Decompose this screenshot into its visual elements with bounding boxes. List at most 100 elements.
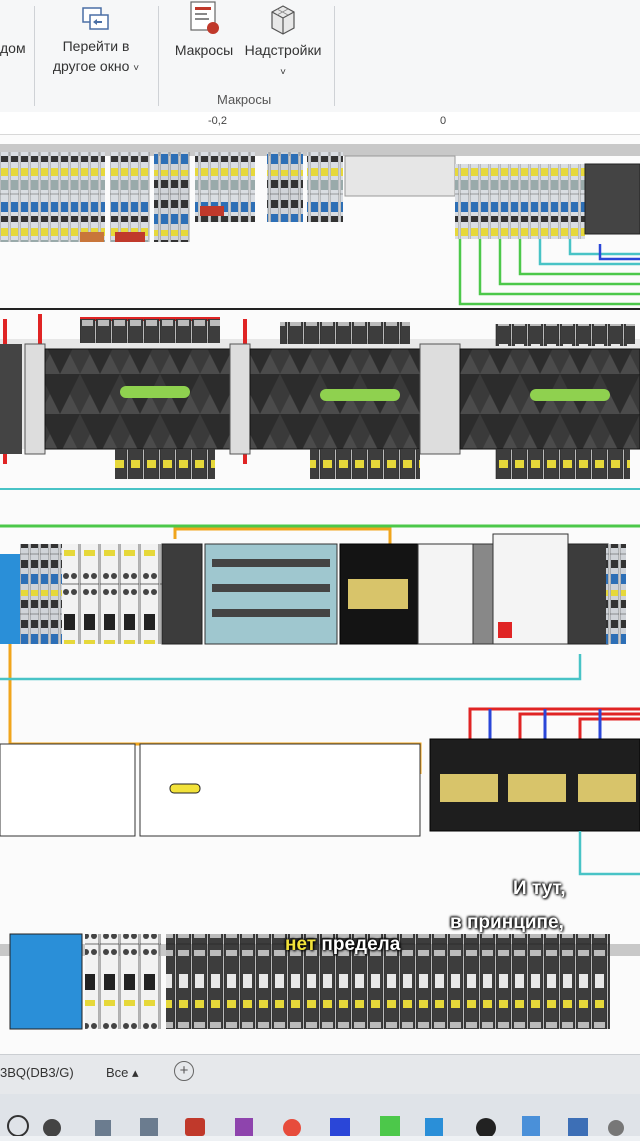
- wire-red: [468, 707, 640, 739]
- cube-grid-icon: [271, 5, 295, 35]
- circuit-breaker-group: [85, 934, 161, 1029]
- macros-button[interactable]: Макросы: [168, 0, 240, 60]
- wire-cyan: [578, 831, 640, 876]
- io-terminal-strip: [115, 449, 215, 479]
- ruler-label-zero: 0: [440, 115, 447, 127]
- distribution-block: [9, 933, 83, 1030]
- schematic-canvas[interactable]: -0,2 0: [0, 112, 640, 1054]
- ribbon-separator: [334, 6, 335, 106]
- terminal-block-group: [20, 544, 62, 644]
- relay-module: [472, 543, 494, 645]
- app-icon[interactable]: [476, 1118, 496, 1138]
- wire-cyan: [0, 654, 582, 681]
- ribbon-group-label: Макросы: [217, 92, 272, 107]
- wire-cyan: [538, 239, 640, 266]
- calculator-icon[interactable]: [522, 1116, 540, 1136]
- addins-button[interactable]: Надстройки ˅: [240, 0, 326, 83]
- sheet-tab[interactable]: 3BQ(DB3/G): [0, 1065, 74, 1080]
- switch-window-label-1: Перейти в: [62, 38, 130, 54]
- plc-module: [44, 348, 231, 450]
- app-icon[interactable]: [95, 1120, 111, 1136]
- caption-highlight-word: нет: [285, 934, 317, 955]
- plc-bus-module: [229, 343, 251, 455]
- browser-icon[interactable]: [283, 1119, 301, 1137]
- circuit-breaker-group: [62, 544, 162, 644]
- ribbon-toolbar: дом Перейти в другое окно ˅ Макросы Надс…: [0, 0, 640, 113]
- switch-window-label-2: другое окно: [52, 58, 130, 74]
- ribbon-separator: [158, 6, 159, 106]
- windows-taskbar: [0, 1094, 640, 1138]
- circuit-breaker-group: [166, 934, 610, 1029]
- terminal-block-group: [154, 152, 190, 242]
- din-rail-segment: [344, 155, 456, 197]
- app-icon[interactable]: [330, 1118, 350, 1136]
- bus-bar: [212, 584, 330, 592]
- ribbon-separator: [34, 6, 35, 106]
- terminal-block-group: [267, 152, 303, 222]
- chevron-down-icon: ˅: [280, 67, 286, 78]
- power-supply-unit: [417, 543, 474, 645]
- macros-label: Макросы: [174, 42, 234, 58]
- terminal-block-group: [0, 554, 20, 644]
- terminal-marker: [200, 206, 224, 216]
- app-icon[interactable]: [380, 1116, 400, 1136]
- ruler-label-minus: -0,2: [208, 115, 227, 127]
- terminal-marker: [115, 232, 145, 242]
- switch-window-icon: [82, 7, 109, 30]
- power-supply-label: [348, 579, 408, 609]
- app-icon[interactable]: [43, 1119, 61, 1137]
- video-caption-line-1: И тут,: [513, 878, 566, 899]
- relay-module: [161, 543, 203, 645]
- app-icon[interactable]: [608, 1120, 624, 1136]
- terminal-block-group: [110, 152, 150, 242]
- plc-end-module: [0, 344, 22, 454]
- chevron-down-icon: ˅: [133, 63, 140, 74]
- terminal-block-group: [0, 152, 105, 242]
- io-terminal-strip: [495, 449, 630, 479]
- partial-ribbon-label: дом: [0, 40, 26, 56]
- plc-status-label: [120, 386, 190, 398]
- plc-bus-module: [24, 343, 46, 455]
- app-icon[interactable]: [235, 1118, 253, 1136]
- app-icon[interactable]: [425, 1118, 443, 1136]
- video-caption-line-3: нет предела: [285, 934, 400, 956]
- ruler: -0,2 0: [0, 112, 640, 135]
- plc-status-label: [320, 389, 400, 401]
- plc-status-label: [530, 389, 610, 401]
- partial-ribbon-button[interactable]: дом: [0, 38, 26, 58]
- io-terminal-strip: [80, 319, 220, 343]
- power-module-label: [440, 774, 498, 802]
- terminal-block-group: [455, 164, 585, 239]
- status-led-red: [498, 622, 512, 638]
- device-outline: [0, 743, 136, 837]
- add-sheet-button[interactable]: +: [174, 1061, 194, 1081]
- wire-blue: [488, 709, 602, 739]
- terminal-end-block: [584, 163, 640, 235]
- search-icon[interactable]: [7, 1115, 29, 1137]
- video-caption-line-2: в принципе,: [450, 912, 564, 933]
- switch-window-button[interactable]: Перейти в другое окно ˅: [46, 6, 146, 79]
- wire-green: [458, 239, 640, 306]
- relay-module: [567, 543, 609, 645]
- addins-label: Надстройки: [244, 42, 322, 58]
- io-terminal-strip: [280, 322, 410, 344]
- app-icon[interactable]: [185, 1118, 205, 1136]
- bus-bar: [212, 609, 330, 617]
- taskbar-icons: [7, 1115, 624, 1138]
- device-label: [169, 783, 201, 794]
- wire-blue: [598, 244, 640, 261]
- io-terminal-strip: [310, 449, 420, 479]
- sheet-statusbar: 3BQ(DB3/G) Все ▴ +: [0, 1054, 640, 1095]
- cabinet-layout-drawing: [0, 144, 640, 1030]
- power-module-label: [508, 774, 566, 802]
- terminal-block-group: [606, 544, 626, 644]
- plc-bus-module: [419, 343, 461, 455]
- all-sheets-dropdown[interactable]: Все ▴: [106, 1065, 139, 1080]
- power-module-label: [578, 774, 636, 802]
- app-icon[interactable]: [568, 1118, 588, 1136]
- app-icon[interactable]: [140, 1118, 158, 1136]
- caption-rest: предела: [316, 934, 401, 955]
- terminal-block-group: [307, 152, 343, 222]
- bus-bar: [212, 559, 330, 567]
- macros-icon: [190, 1, 219, 34]
